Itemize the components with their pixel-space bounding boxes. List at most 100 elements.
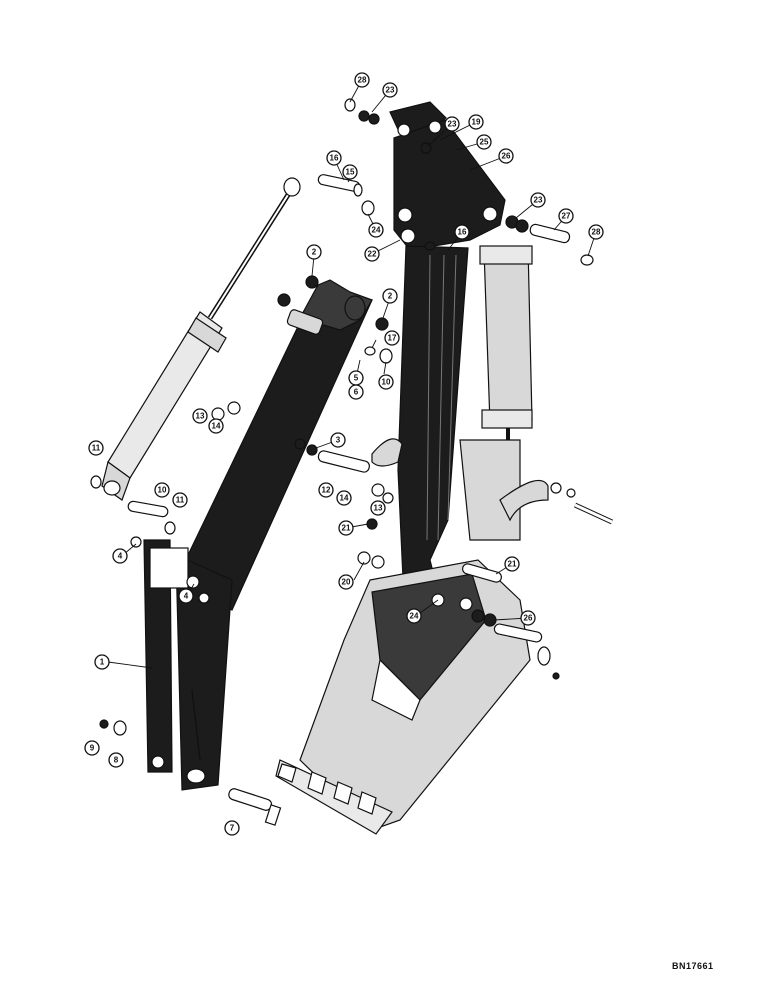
callout-circle: [382, 82, 398, 98]
callout-circle: [504, 556, 520, 572]
cylinder-rod-eye: [283, 177, 301, 197]
dipper-link: [143, 539, 233, 791]
callout-c4a: 4: [112, 548, 128, 564]
callout-number: 14: [212, 422, 221, 431]
callout-c21b: 21: [504, 556, 520, 572]
callout-number: 26: [502, 152, 511, 161]
callout-number: 28: [358, 76, 367, 85]
callout-c17: 17: [384, 330, 400, 346]
callout-circle: [208, 418, 224, 434]
callout-circle: [192, 408, 208, 424]
callout-number: 8: [114, 756, 119, 765]
callout-circle: [94, 654, 110, 670]
callout-number: 9: [90, 744, 95, 753]
callout-number: 3: [336, 436, 341, 445]
callout-circle: [406, 608, 422, 624]
callout-c2a: 2: [306, 244, 322, 260]
bucket: [275, 559, 531, 835]
callouts: 1223445678910101111121313141415161617192…: [84, 72, 604, 836]
callout-number: 20: [342, 578, 351, 587]
callout-circle: [338, 520, 354, 536]
callout-number: 21: [342, 524, 351, 533]
callout-circle: [88, 440, 104, 456]
callout-number: 19: [472, 118, 481, 127]
callout-circle: [84, 740, 100, 756]
callout-number: 14: [340, 494, 349, 503]
callout-circle: [318, 482, 334, 498]
callout-c28b: 28: [588, 224, 604, 240]
callout-circle: [498, 148, 514, 164]
head-bracket: [389, 101, 506, 251]
callout-number: 15: [346, 168, 355, 177]
callout-c1: 1: [94, 654, 110, 670]
callout-circle: [178, 588, 194, 604]
callout-circle: [326, 150, 342, 166]
boom-cylinder: [101, 177, 301, 501]
callout-number: 13: [374, 504, 383, 513]
callout-circle: [338, 574, 354, 590]
callout-c3: 3: [330, 432, 346, 448]
callout-circle: [336, 490, 352, 506]
callout-number: 23: [534, 196, 543, 205]
callout-c15: 15: [342, 164, 358, 180]
callout-c10a: 10: [378, 374, 394, 390]
callout-c23b: 23: [444, 116, 460, 132]
callout-circle: [520, 610, 536, 626]
callout-circle: [354, 72, 370, 88]
crowd-cylinder: [459, 245, 614, 541]
callout-c19: 19: [468, 114, 484, 130]
callout-circle: [476, 134, 492, 150]
callout-c20: 20: [338, 574, 354, 590]
callout-number: 10: [158, 486, 167, 495]
callout-number: 13: [196, 412, 205, 421]
callout-c22: 22: [364, 246, 380, 262]
callout-c13b: 13: [370, 500, 386, 516]
callout-number: 4: [184, 592, 189, 601]
callout-c21a: 21: [338, 520, 354, 536]
callout-circle: [154, 482, 170, 498]
callout-c7: 7: [224, 820, 240, 836]
dipper-stick: [397, 245, 469, 601]
bucket-tooth: [307, 771, 327, 795]
callout-c8: 8: [108, 752, 124, 768]
pin-7: [228, 788, 273, 811]
boom-head-pivot: [344, 295, 366, 321]
callout-circle: [444, 116, 460, 132]
callout-c12: 12: [318, 482, 334, 498]
callout-number: 25: [480, 138, 489, 147]
callout-c11b: 11: [172, 492, 188, 508]
callout-circle: [368, 222, 384, 238]
callout-circle: [378, 374, 394, 390]
callout-circle: [172, 492, 188, 508]
callout-circle: [468, 114, 484, 130]
callout-number: 12: [322, 486, 331, 495]
callout-number: 16: [330, 154, 339, 163]
callout-c10b: 10: [154, 482, 170, 498]
bucket-tooth: [333, 781, 353, 805]
callout-circle: [558, 208, 574, 224]
callout-c25: 25: [476, 134, 492, 150]
callout-c14a: 14: [208, 418, 224, 434]
callout-c16b: 16: [454, 224, 470, 240]
callout-number: 4: [118, 552, 123, 561]
callout-circle: [330, 432, 346, 448]
callout-c24a: 24: [368, 222, 384, 238]
callout-circle: [108, 752, 124, 768]
callout-number: 27: [562, 212, 571, 221]
callout-circle: [306, 244, 322, 260]
callout-number: 1: [100, 658, 105, 667]
callout-c27: 27: [558, 208, 574, 224]
callout-circle: [384, 330, 400, 346]
callout-c2b: 2: [382, 288, 398, 304]
callout-number: 10: [382, 378, 391, 387]
loose-link: [371, 438, 403, 467]
callout-circle: [342, 164, 358, 180]
callout-number: 24: [372, 226, 381, 235]
callout-c23a: 23: [382, 82, 398, 98]
callout-number: 2: [312, 248, 317, 257]
callout-number: 16: [458, 228, 467, 237]
callout-number: 5: [354, 374, 359, 383]
pin-12: [317, 450, 370, 473]
callout-circle: [588, 224, 604, 240]
callout-c4b: 4: [178, 588, 194, 604]
